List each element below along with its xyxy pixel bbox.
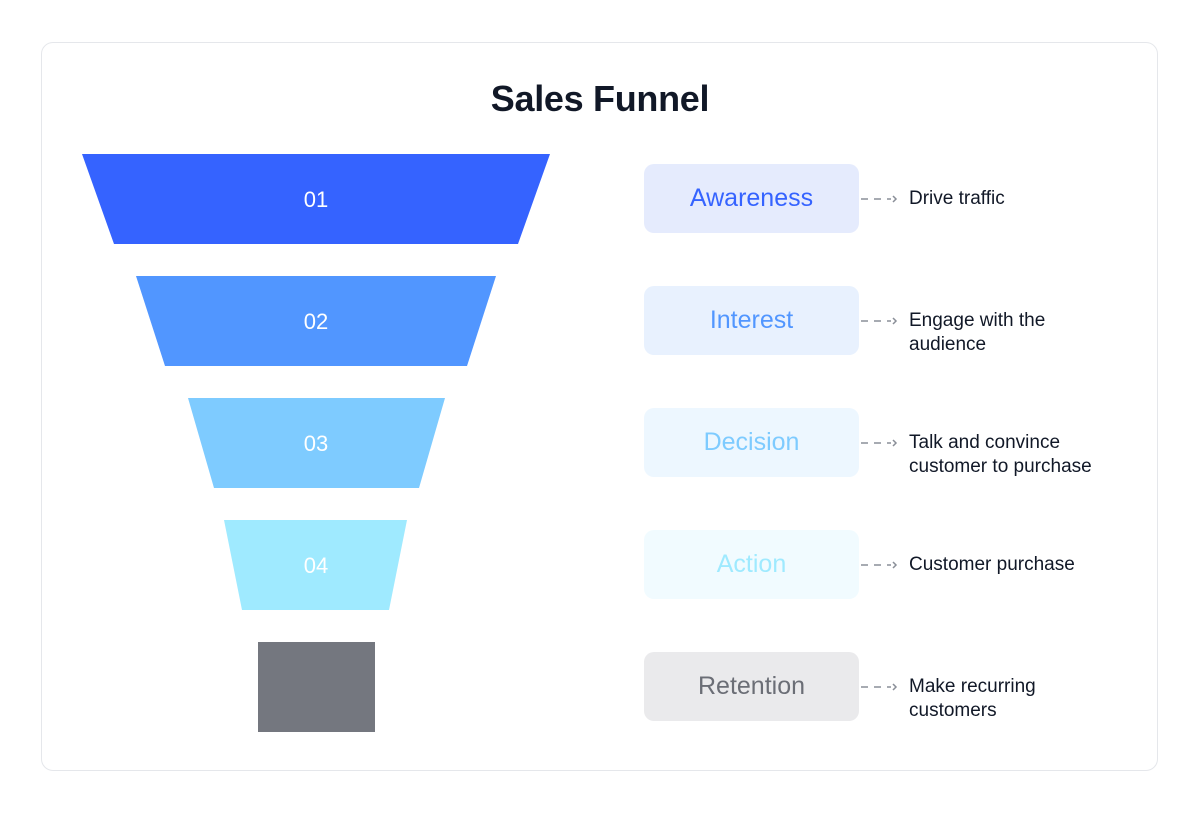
stage-description-awareness: Drive traffic [909, 188, 1005, 209]
dashed-arrow-icon [861, 317, 898, 325]
stage-description-retention: Make recurring customers [909, 676, 1036, 721]
stage-label-retention: Retention [644, 652, 859, 721]
dashed-arrow-icon [861, 561, 898, 569]
funnel-segment-4 [224, 520, 407, 610]
stage-label-awareness: Awareness [644, 164, 859, 233]
dashed-arrow-icon [861, 683, 898, 691]
dashed-arrow-icon [861, 195, 898, 203]
funnel-segment-1-number: 01 [304, 187, 328, 212]
stage-label-decision: Decision [644, 408, 859, 477]
funnel-graphic: 01 02 03 04 [82, 154, 550, 732]
funnel-segment-4-number: 04 [304, 553, 328, 578]
stage-label-action: Action [644, 530, 859, 599]
funnel-segment-retention [258, 642, 375, 732]
funnel-segment-3 [188, 398, 445, 488]
funnel-segment-2-number: 02 [304, 309, 328, 334]
funnel-segment-1 [82, 154, 550, 244]
stage-description-action: Customer purchase [909, 554, 1075, 575]
funnel-segment-3-number: 03 [304, 431, 328, 456]
stage-label-interest: Interest [644, 286, 859, 355]
funnel-segment-2 [136, 276, 496, 366]
dashed-arrow-icon [861, 439, 898, 447]
stage-description-interest: Engage with the audience [909, 310, 1046, 355]
diagram-title: Sales Funnel [490, 78, 710, 119]
stage-description-decision: Talk and convince customer to purchase [909, 432, 1092, 477]
